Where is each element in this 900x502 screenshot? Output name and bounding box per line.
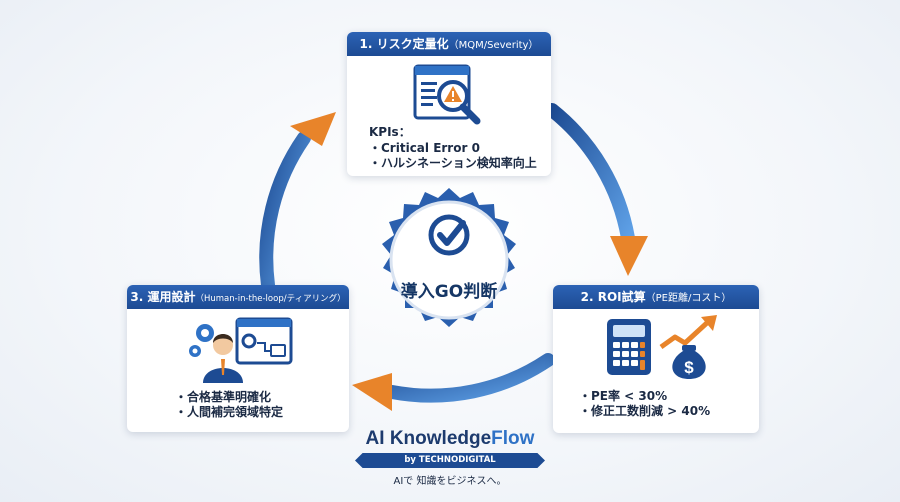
kpi-item: ・Critical Error 0 bbox=[369, 141, 480, 155]
calculator-icon bbox=[607, 319, 651, 375]
kpi-list: ・合格基準明確化 ・人間補完領域特定 bbox=[175, 390, 283, 420]
person-gears-workflow-icon bbox=[189, 317, 293, 383]
card-title: 1. リスク定量化 bbox=[359, 37, 449, 51]
card-header: 2. ROI試算（PE距離/コスト） bbox=[553, 285, 759, 309]
kpi-list: ・PE率 < 30% ・修正工数削減 > 40% bbox=[579, 389, 710, 419]
card-subtitle: （MQM/Severity） bbox=[448, 40, 539, 51]
card-header: 1. リスク定量化（MQM/Severity） bbox=[347, 32, 551, 56]
svg-text:$: $ bbox=[684, 358, 694, 377]
brand-name-main: AI Knowledge bbox=[365, 428, 492, 449]
arrow-ops-to-risk bbox=[259, 112, 336, 292]
card-operation-design: 3. 運用設計（Human-in-the-loop/ティアリング） ・合格基準明… bbox=[127, 285, 349, 432]
document-warning-magnifier-icon bbox=[413, 64, 481, 125]
center-label: 導入GO判断 bbox=[400, 282, 498, 302]
brand-tagline: AIで 知識をビジネスへ。 bbox=[393, 476, 507, 487]
kpi-item: ・ハルシネーション検知率向上 bbox=[369, 156, 537, 170]
kpi-title: KPIs： bbox=[369, 125, 411, 139]
brand-name-accent: Flow bbox=[491, 428, 535, 449]
card-subtitle: （Human-in-the-loop/ティアリング） bbox=[195, 294, 346, 304]
kpi-item: ・PE率 < 30% bbox=[579, 389, 668, 403]
kpi-item: ・人間補完領域特定 bbox=[175, 405, 284, 419]
brand-by-line: by TECHNODIGITAL bbox=[355, 453, 545, 468]
card-roi-estimate: 2. ROI試算（PE距離/コスト） $ ・PE率 < 30% ・修正工数削減 … bbox=[553, 285, 759, 433]
brand-logo: AI KnowledgeFlow by TECHNODIGITAL AIで 知識… bbox=[340, 428, 560, 487]
card-risk-quantification: 1. リスク定量化（MQM/Severity） KPIs： ・Critical … bbox=[347, 32, 551, 176]
kpi-item: ・合格基準明確化 bbox=[175, 390, 272, 404]
card-subtitle: （PE距離/コスト） bbox=[645, 293, 732, 304]
card-title: 2. ROI試算 bbox=[580, 290, 646, 304]
arrow-roi-to-ops bbox=[352, 353, 555, 411]
brand-name: AI KnowledgeFlow bbox=[340, 428, 560, 450]
kpi-list: KPIs： ・Critical Error 0 ・ハルシネーション検知率向上 bbox=[369, 125, 537, 171]
check-badge-icon bbox=[428, 214, 470, 256]
arrow-risk-to-roi bbox=[545, 103, 648, 276]
card-header: 3. 運用設計（Human-in-the-loop/ティアリング） bbox=[127, 285, 349, 309]
money-bag-growth-icon: $ bbox=[659, 315, 717, 379]
kpi-item: ・修正工数削減 > 40% bbox=[579, 404, 711, 418]
center-badge bbox=[382, 188, 516, 327]
card-title: 3. 運用設計 bbox=[130, 290, 196, 304]
